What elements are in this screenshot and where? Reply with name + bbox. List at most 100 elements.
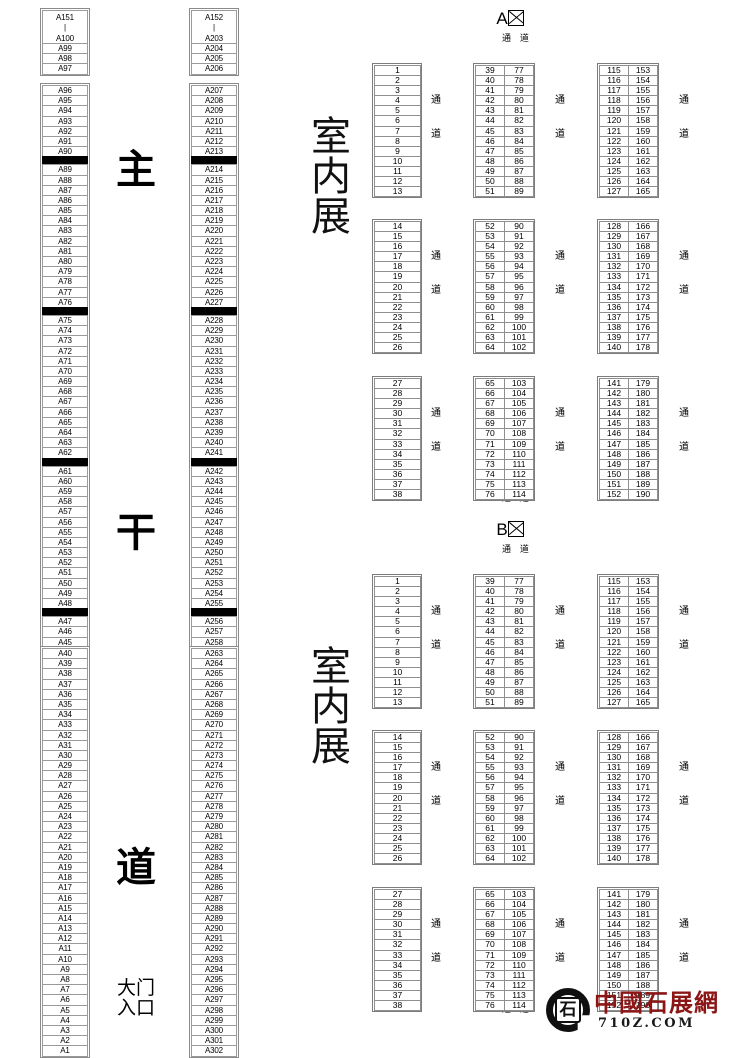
booth-number-cell[interactable]: 13 — [374, 186, 421, 198]
passage-char-tong: 通 — [431, 408, 441, 419]
booth-table-row: 38 — [374, 489, 421, 501]
booth-number-cell[interactable]: 165 — [628, 186, 658, 198]
zone-title-zone-a: A — [470, 10, 550, 27]
passage-char-dao: 道 — [555, 285, 565, 296]
main-gate-line1: 大门 — [116, 977, 155, 999]
passage-label-vertical: 通道 — [553, 919, 567, 965]
passage-char-tong: 通 — [431, 95, 441, 106]
booth-number-cell[interactable]: 152 — [599, 489, 629, 501]
booth-cell[interactable]: A1 — [42, 1045, 88, 1057]
booth-number-cell[interactable]: 114 — [504, 1000, 534, 1012]
booth-number-cell[interactable]: 127 — [599, 697, 629, 709]
indoor-exhibition-label-b: 室内展 — [304, 645, 350, 765]
passage-char-tong: 通 — [679, 408, 689, 419]
zone-letter: A — [496, 9, 508, 28]
booth-number-cell[interactable]: 51 — [475, 186, 505, 198]
booth-range-from: A151 — [56, 13, 74, 22]
booth-cell[interactable]: A206 — [191, 63, 237, 75]
passage-label-vertical: 通道 — [677, 251, 691, 297]
booth-number-cell[interactable]: 26 — [374, 853, 421, 865]
booth-table-row: 26 — [374, 853, 421, 865]
zone-qu-char-icon — [507, 521, 524, 537]
booth-number-cell[interactable]: 102 — [504, 342, 534, 354]
passage-char-dao: 道 — [679, 285, 689, 296]
booth-number-cell[interactable]: 76 — [475, 489, 505, 501]
passage-char-tong: 通 — [555, 919, 565, 930]
passage-label-vertical: 通道 — [429, 408, 443, 454]
watermark-url: 710Z.COM — [598, 1016, 695, 1031]
passage-char-tong: 通 — [679, 762, 689, 773]
booth-number-cell[interactable]: 165 — [628, 697, 658, 709]
booth-number-cell[interactable]: 38 — [374, 1000, 421, 1012]
passage-char-dao: 道 — [431, 796, 441, 807]
watermark-stone-char: 石 — [555, 997, 581, 1023]
booth-number-cell[interactable]: 64 — [475, 342, 505, 354]
booth-number-cell[interactable]: 89 — [504, 697, 534, 709]
main-road-char-1: 主 — [116, 147, 156, 193]
booth-number-cell[interactable]: 13 — [374, 697, 421, 709]
passage-char-tong: 通 — [555, 95, 565, 106]
passage-char-dao: 道 — [679, 796, 689, 807]
passage-char-tong: 通 — [555, 606, 565, 617]
booth-number-cell[interactable]: 89 — [504, 186, 534, 198]
booth-range-cell[interactable]: A152|A203 — [191, 10, 237, 44]
booth-cell[interactable]: A302 — [191, 1045, 237, 1057]
passage-char-dao: 道 — [431, 442, 441, 453]
booth-number-cell[interactable]: 190 — [628, 489, 658, 501]
booth-number-cell[interactable]: 178 — [628, 342, 658, 354]
passage-char-dao: 道 — [555, 640, 565, 651]
booth-range-cell[interactable]: A151|A100 — [42, 10, 88, 44]
passage-char-tong: 通 — [555, 251, 565, 262]
passage-char-tong: 通 — [679, 606, 689, 617]
passage-spacer — [429, 107, 443, 129]
passage-char-tong: 通 — [431, 251, 441, 262]
booth-number-cell[interactable]: 38 — [374, 489, 421, 501]
passage-label-vertical: 通道 — [677, 408, 691, 454]
passage-spacer — [677, 420, 691, 442]
booth-cell[interactable]: A97 — [42, 63, 88, 75]
passage-spacer — [553, 107, 567, 129]
booth-number-cell[interactable]: 26 — [374, 342, 421, 354]
passage-spacer — [429, 263, 443, 285]
booth-number-cell[interactable]: 178 — [628, 853, 658, 865]
booth-number-cell[interactable]: 102 — [504, 853, 534, 865]
passage-char-dao: 道 — [431, 953, 441, 964]
booth-number-cell[interactable]: 114 — [504, 489, 534, 501]
booth-range-to: A203 — [205, 34, 223, 43]
booth-number-cell[interactable]: 76 — [475, 1000, 505, 1012]
passage-label-vertical: 通道 — [429, 95, 443, 141]
passage-label-vertical: 通道 — [429, 919, 443, 965]
booth-number-cell[interactable]: 140 — [599, 853, 629, 865]
booth-table-row: 38 — [374, 1000, 421, 1012]
passage-char-dao: 道 — [431, 129, 441, 140]
passage-char-tong: 通 — [679, 251, 689, 262]
passage-spacer — [553, 263, 567, 285]
passage-char-dao: 道 — [679, 442, 689, 453]
booth-number-cell[interactable]: 190 — [628, 1000, 658, 1012]
booth-number-cell[interactable]: 51 — [475, 697, 505, 709]
passage-spacer — [553, 618, 567, 640]
booth-number-cell[interactable]: 64 — [475, 853, 505, 865]
booth-number-cell[interactable]: 140 — [599, 342, 629, 354]
main-road-char-2: 干 — [116, 510, 156, 556]
booth-number-cell[interactable]: 127 — [599, 186, 629, 198]
main-gate-label: 大门 入口 — [103, 978, 169, 1018]
booth-table-row: 13 — [374, 697, 421, 709]
